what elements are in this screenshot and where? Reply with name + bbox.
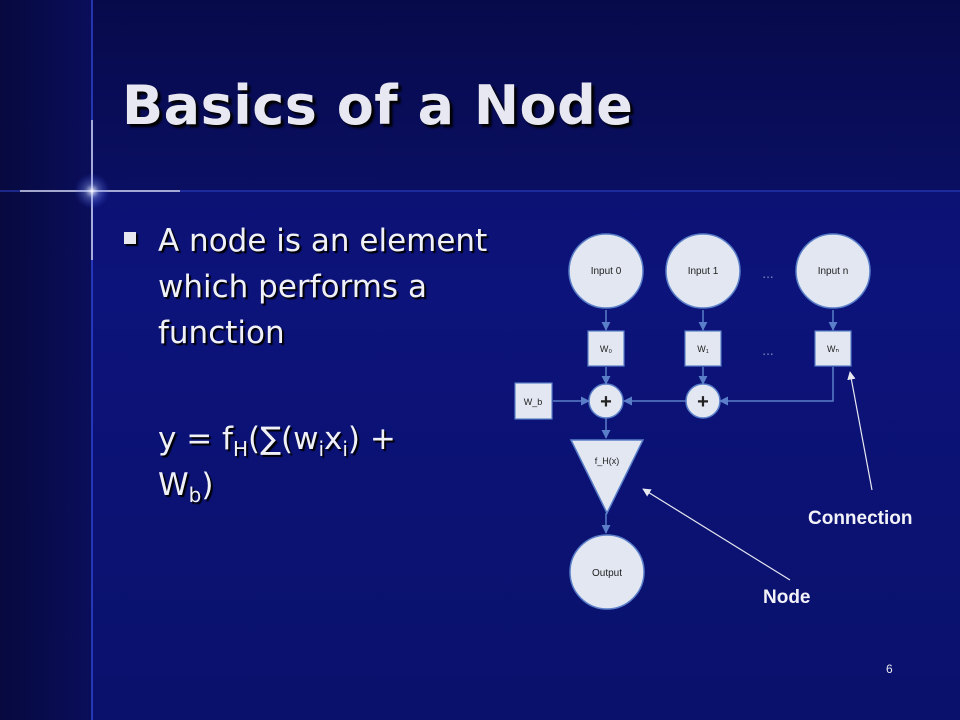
weight-box-0: W₀ [587, 330, 625, 367]
sum-node-main: + [588, 383, 624, 419]
page-number: 6 [886, 662, 893, 676]
equation-part: (∑(w [248, 421, 319, 457]
bias-weight-label: W_b [524, 397, 543, 407]
slide-title: Basics of a Node [122, 74, 634, 137]
output-node: Output [569, 534, 645, 610]
weight-box-n: Wₙ [814, 330, 852, 367]
weight-ellipsis: ... [762, 344, 773, 358]
input-label: Input n [818, 266, 849, 277]
equation-part: y = f [158, 421, 233, 457]
sum-symbol: + [600, 391, 612, 413]
top-decor-band [92, 0, 960, 192]
node-equation: y = fH(∑(wixi) + Wb) [158, 416, 458, 508]
input-node-1: Input 1 [665, 233, 741, 309]
weight-label: W₁ [697, 344, 709, 354]
connection-callout: Connection [808, 508, 913, 529]
input-label: Input 1 [688, 266, 719, 277]
input-node-n: Input n [795, 233, 871, 309]
connection-line [719, 367, 834, 406]
square-bullet-icon [124, 232, 136, 244]
equation-subscript: i [318, 437, 324, 462]
sum-symbol: + [697, 391, 709, 413]
function-label: f_H(x) [595, 456, 620, 466]
input-node-0: Input 0 [568, 233, 644, 309]
node-callout: Node [763, 587, 811, 608]
bullet-text: A node is an element which performs a fu… [158, 223, 488, 351]
equation-subscript: H [232, 437, 248, 462]
activation-function-node: f_H(x) [569, 439, 645, 515]
output-label: Output [592, 568, 622, 579]
left-decor-band [0, 0, 92, 720]
weight-box-1: W₁ [684, 330, 722, 367]
equation-part: ) [201, 467, 214, 503]
equation-subscript: i [342, 437, 348, 462]
input-ellipsis: ... [762, 267, 773, 281]
equation-part: x [324, 421, 343, 457]
equation-part: ) + W [158, 421, 396, 503]
bias-weight-box: W_b [514, 382, 553, 420]
equation-subscript: b [188, 483, 202, 508]
weight-label: Wₙ [827, 344, 839, 354]
input-label: Input 0 [591, 266, 622, 277]
weight-label: W₀ [600, 344, 612, 354]
connection-callout-arrow [847, 371, 873, 491]
sum-node-secondary: + [685, 383, 721, 419]
node-callout-arrow [642, 488, 791, 581]
